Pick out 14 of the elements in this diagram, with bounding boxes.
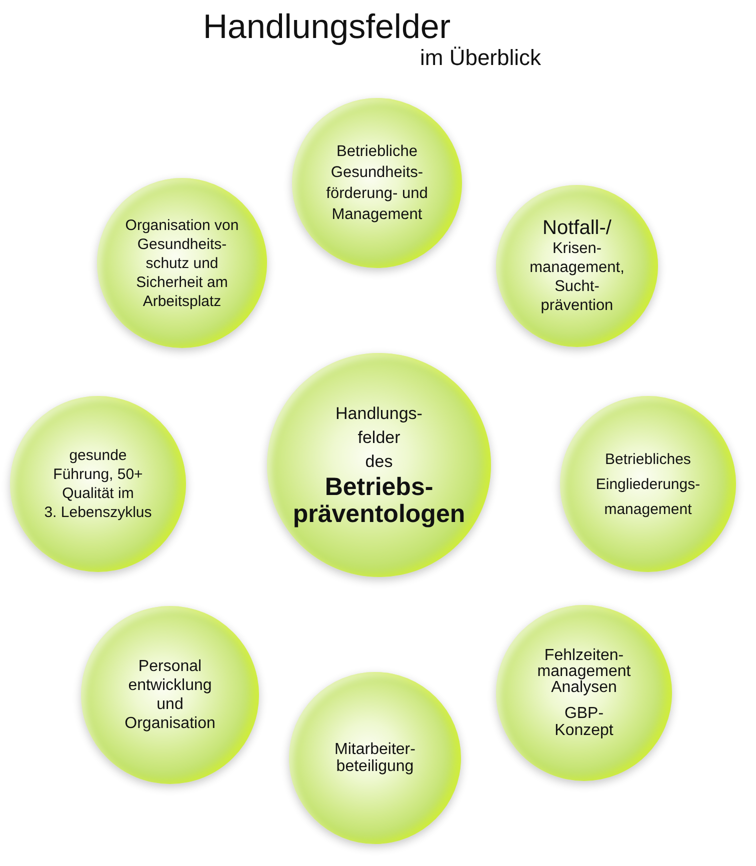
circle-label: Fehlzeiten- management Analysen bbox=[536, 648, 632, 696]
circle-label: Personal entwicklung und Organisation bbox=[124, 657, 216, 733]
circle-label: Mitarbeiter- beteiligung bbox=[334, 741, 416, 775]
center-heading: Betriebs- präventologen bbox=[292, 474, 466, 528]
circle-label: GBP- Konzept bbox=[554, 704, 614, 738]
circle-label: Betriebliche Gesundheits- förderung- und Management bbox=[325, 142, 429, 225]
subtitle: im Überblick bbox=[420, 46, 542, 70]
circle-label: Notfall-/ bbox=[542, 217, 612, 239]
circle-label: Betriebliches Eingliederungs- management bbox=[594, 450, 702, 520]
circle-label: Handlungs- felder des bbox=[334, 403, 424, 473]
circle-label: gesunde Führung, 50+ Qualität im 3. Lebenszyklus bbox=[43, 446, 153, 522]
circle-label: Organisation von Gesundheits- schutz und Sicherheit am Arbeitsplatz bbox=[124, 216, 240, 310]
title: Handlungsfelder bbox=[203, 9, 451, 46]
circle-label: Krisen- management, Sucht- prävention bbox=[528, 239, 626, 315]
